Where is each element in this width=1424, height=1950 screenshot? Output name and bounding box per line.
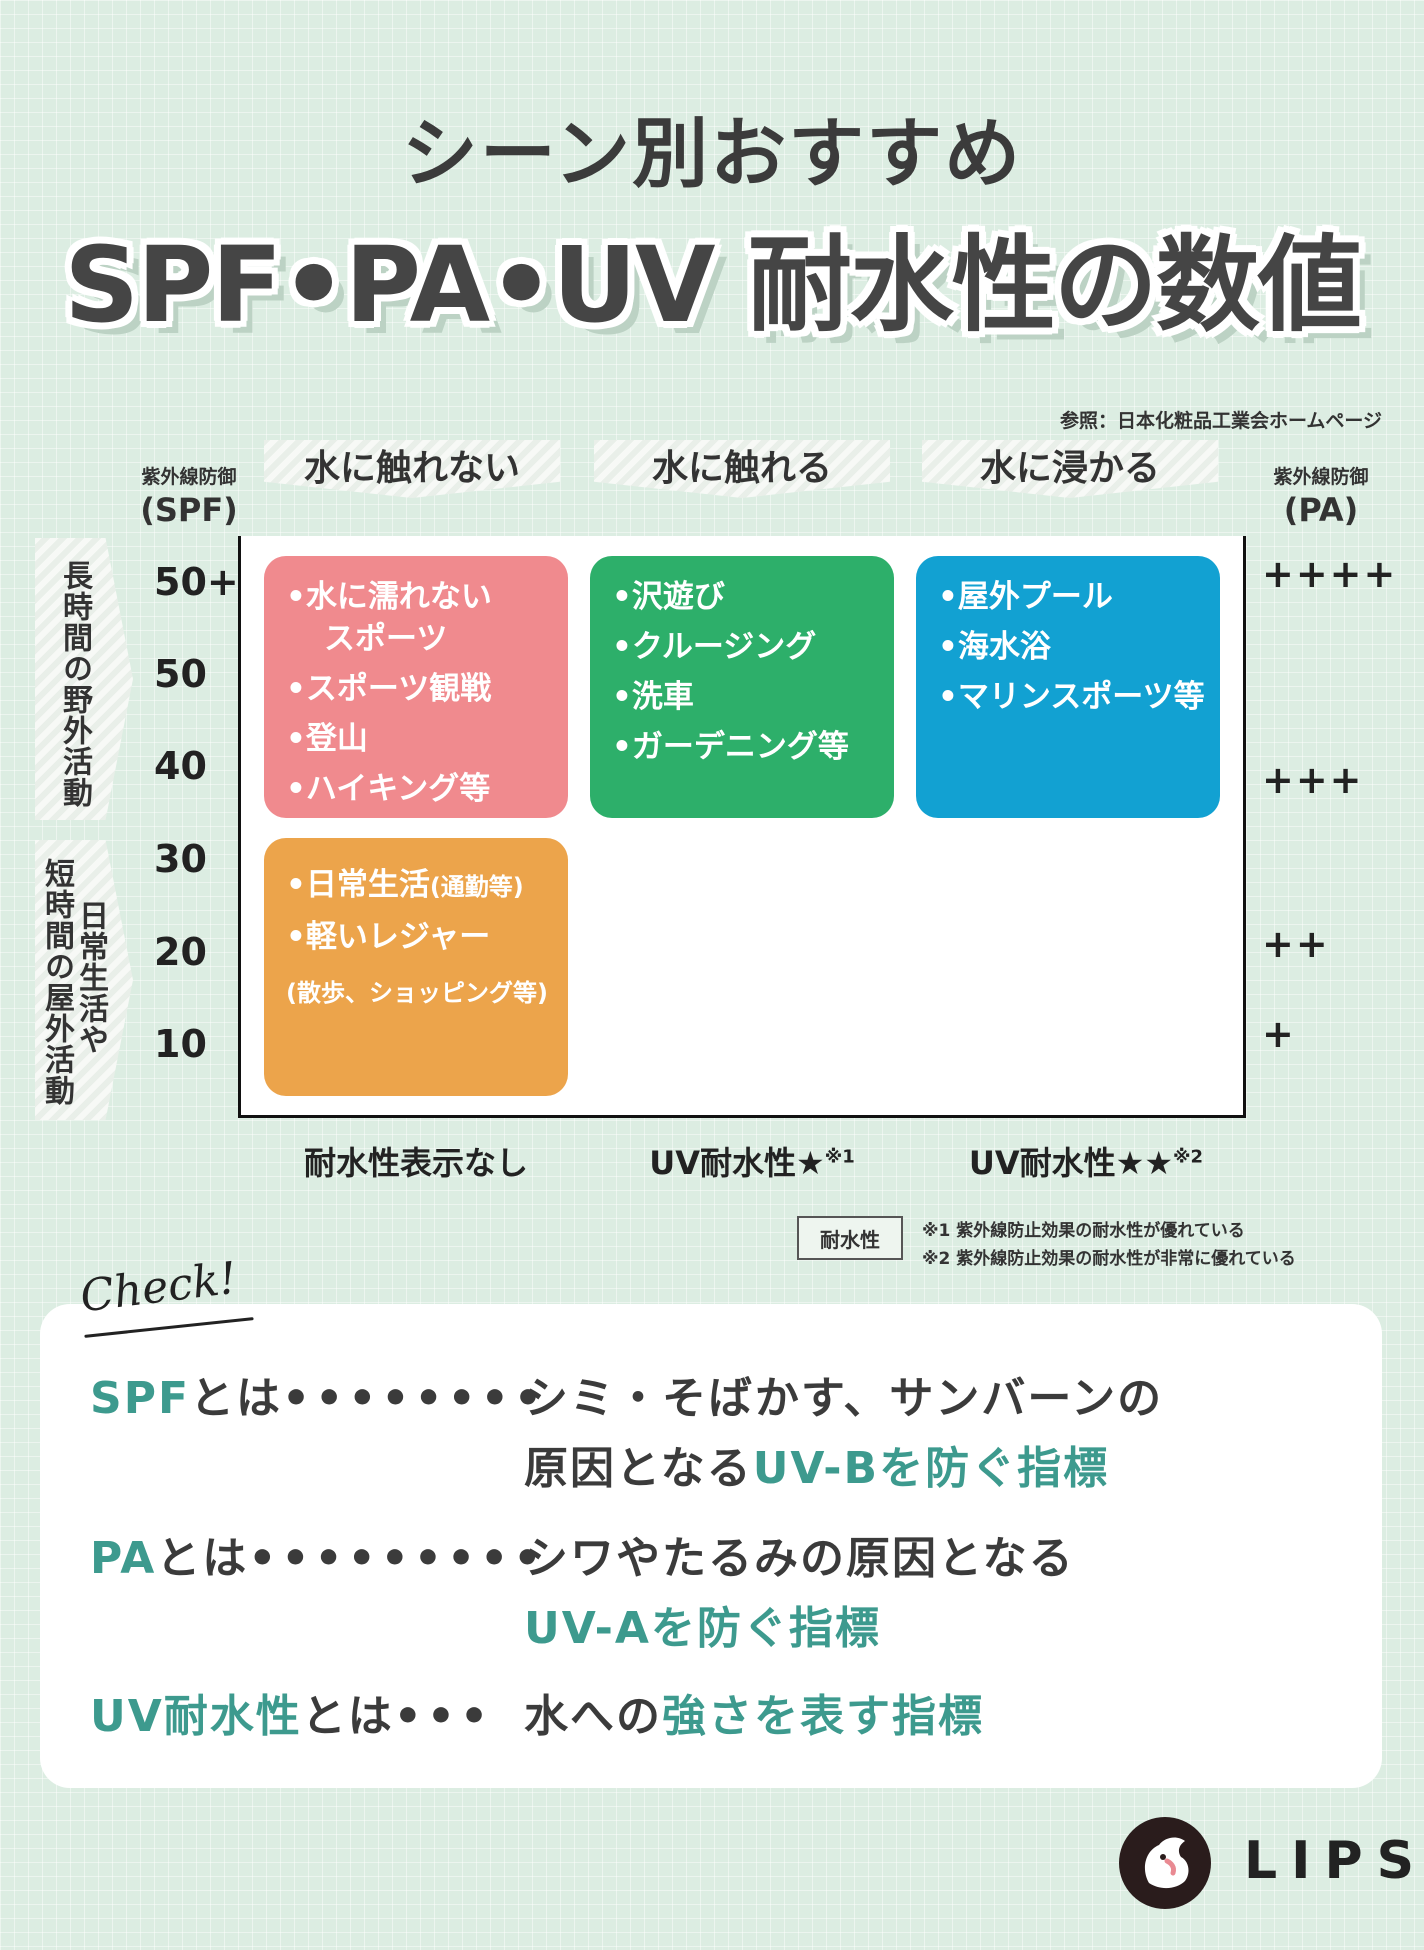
spf-tick-30: 30: [154, 837, 207, 881]
spf-tick-50: 50: [154, 652, 207, 696]
spf-tick-40: 40: [154, 744, 207, 788]
pa-definition-term: PAとは•••••••••: [90, 1533, 547, 1584]
activity-box-touch-water: •沢遊び •クルージング •洗車 •ガーデニング等: [590, 556, 894, 818]
activity-item: •水に濡れない: [286, 579, 492, 615]
spf-tick-10: 10: [154, 1022, 207, 1066]
column-header-no-water: 水に触れない: [264, 440, 560, 498]
activity-item: •ガーデニング等: [612, 729, 849, 765]
row-label-short-1: 日常生活や: [73, 900, 108, 1055]
activity-item: •クルージング: [612, 629, 817, 665]
brand-name: LIPS: [1244, 1831, 1424, 1891]
pa-tick-1: +: [1262, 1012, 1296, 1056]
legend-label: 耐水性: [797, 1216, 903, 1260]
activity-item: •洗車: [612, 679, 694, 715]
pa-tick-2: ++: [1262, 922, 1330, 966]
activity-item: •登山: [286, 721, 368, 757]
reference-note: 参照：日本化粧品工業会ホームページ: [1059, 410, 1382, 432]
spf-definition-term: SPFとは••••••••: [90, 1373, 547, 1424]
lips-logo-icon: [1119, 1817, 1211, 1909]
spf-definition-line2: 原因となるUV-Bを防ぐ指標: [524, 1443, 1110, 1494]
page-title: SPF•PA•UV 耐水性の数値: [64, 224, 1361, 346]
subtitle: シーン別おすすめ: [401, 109, 1023, 198]
pa-definition-line1: シワやたるみの原因となる: [524, 1533, 1075, 1584]
spf-tick-50plus: 50+: [154, 560, 239, 604]
activity-box-daily: •日常生活(通勤等) •軽いレジャー (散歩、ショッピング等): [264, 838, 568, 1096]
activity-item: •海水浴: [938, 629, 1051, 665]
pa-tick-4: ++++: [1262, 552, 1398, 596]
activity-item: スポーツ: [324, 621, 448, 657]
pa-tick-3: +++: [1262, 758, 1364, 802]
x-label-two-star: UV耐水性★★※2: [968, 1144, 1204, 1182]
legend-note-1: ※1 紫外線防止効果の耐水性が優れている: [922, 1221, 1245, 1241]
column-header-in-water: 水に浸かる: [922, 440, 1218, 498]
activity-item-note: (散歩、ショッピング等): [286, 979, 548, 1007]
spf-axis-caption: 紫外線防御 (SPF): [140, 466, 238, 529]
activity-item: •日常生活(通勤等): [286, 867, 524, 903]
activity-box-no-water-long: •水に濡れない スポーツ •スポーツ観戦 •登山 •ハイキング等: [264, 556, 568, 818]
activity-item: •屋外プール: [938, 579, 1113, 615]
spf-tick-20: 20: [154, 930, 207, 974]
spf-definition-line1: シミ・そばかす、サンバーンの: [524, 1373, 1164, 1424]
pa-axis-caption: 紫外線防御 (PA): [1273, 466, 1369, 529]
activity-item: •軽いレジャー: [286, 919, 491, 955]
check-panel: [40, 1304, 1382, 1788]
activity-box-in-water: •屋外プール •海水浴 •マリンスポーツ等: [916, 556, 1220, 818]
uv-definition-term: UV耐水性とは•••: [90, 1691, 494, 1742]
column-header-touch-water: 水に触れる: [594, 440, 890, 498]
row-label-short-2: 短時間の屋外活動: [39, 858, 74, 1106]
activity-item: •ハイキング等: [286, 771, 491, 807]
pa-definition-line2: UV-Aを防ぐ指標: [524, 1603, 881, 1654]
activity-item: •沢遊び: [612, 579, 725, 615]
row-label-long: 長時間の野外活動: [57, 560, 92, 808]
activity-item: •スポーツ観戦: [286, 671, 492, 707]
activity-item: •マリンスポーツ等: [938, 679, 1205, 715]
x-label-one-star: UV耐水性★※1: [649, 1144, 855, 1182]
legend-note-2: ※2 紫外線防止効果の耐水性が非常に優れている: [922, 1249, 1296, 1269]
uv-definition-line: 水への強さを表す指標: [524, 1691, 984, 1742]
x-label-none: 耐水性表示なし: [303, 1144, 528, 1182]
